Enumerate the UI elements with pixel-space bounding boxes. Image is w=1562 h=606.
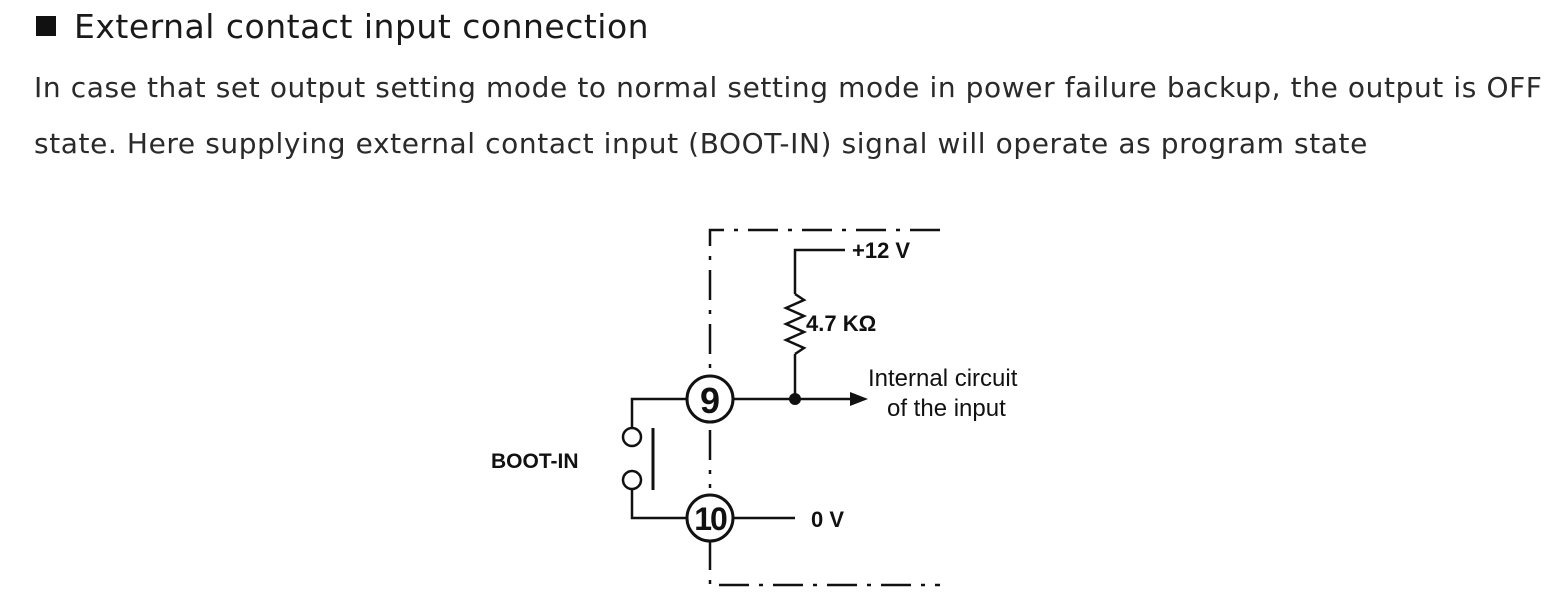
resistor-symbol [782, 292, 808, 356]
resistor-label: 4.7 KΩ [806, 311, 876, 336]
switch-contact-top [621, 426, 643, 448]
ground-label: 0 V [811, 507, 844, 532]
internal-circuit-label-1: Internal circuit [868, 365, 1018, 392]
boot-in-label: BOOT-IN [491, 450, 579, 473]
square-bullet-icon [36, 16, 56, 36]
junction-dot [789, 393, 801, 405]
description-line-2: state. Here supplying external contact i… [34, 127, 1368, 160]
switch-contact-bottom [621, 469, 643, 491]
description-paragraph: In case that set output setting mode to … [34, 60, 1543, 172]
terminal-10-label: 10 [694, 501, 727, 537]
internal-circuit-label-2: of the input [887, 395, 1006, 422]
description-line-1: In case that set output setting mode to … [34, 71, 1543, 104]
arrow-right-icon [850, 392, 868, 406]
section-heading: External contact input connection [36, 4, 649, 48]
switch-wire [630, 397, 687, 520]
signal-wire [734, 354, 850, 401]
terminal-9-label: 9 [700, 380, 720, 421]
device-boundary [708, 228, 940, 587]
supply-label: +12 V [852, 238, 910, 263]
supply-wire [793, 248, 845, 294]
section-title: External contact input connection [74, 6, 650, 46]
